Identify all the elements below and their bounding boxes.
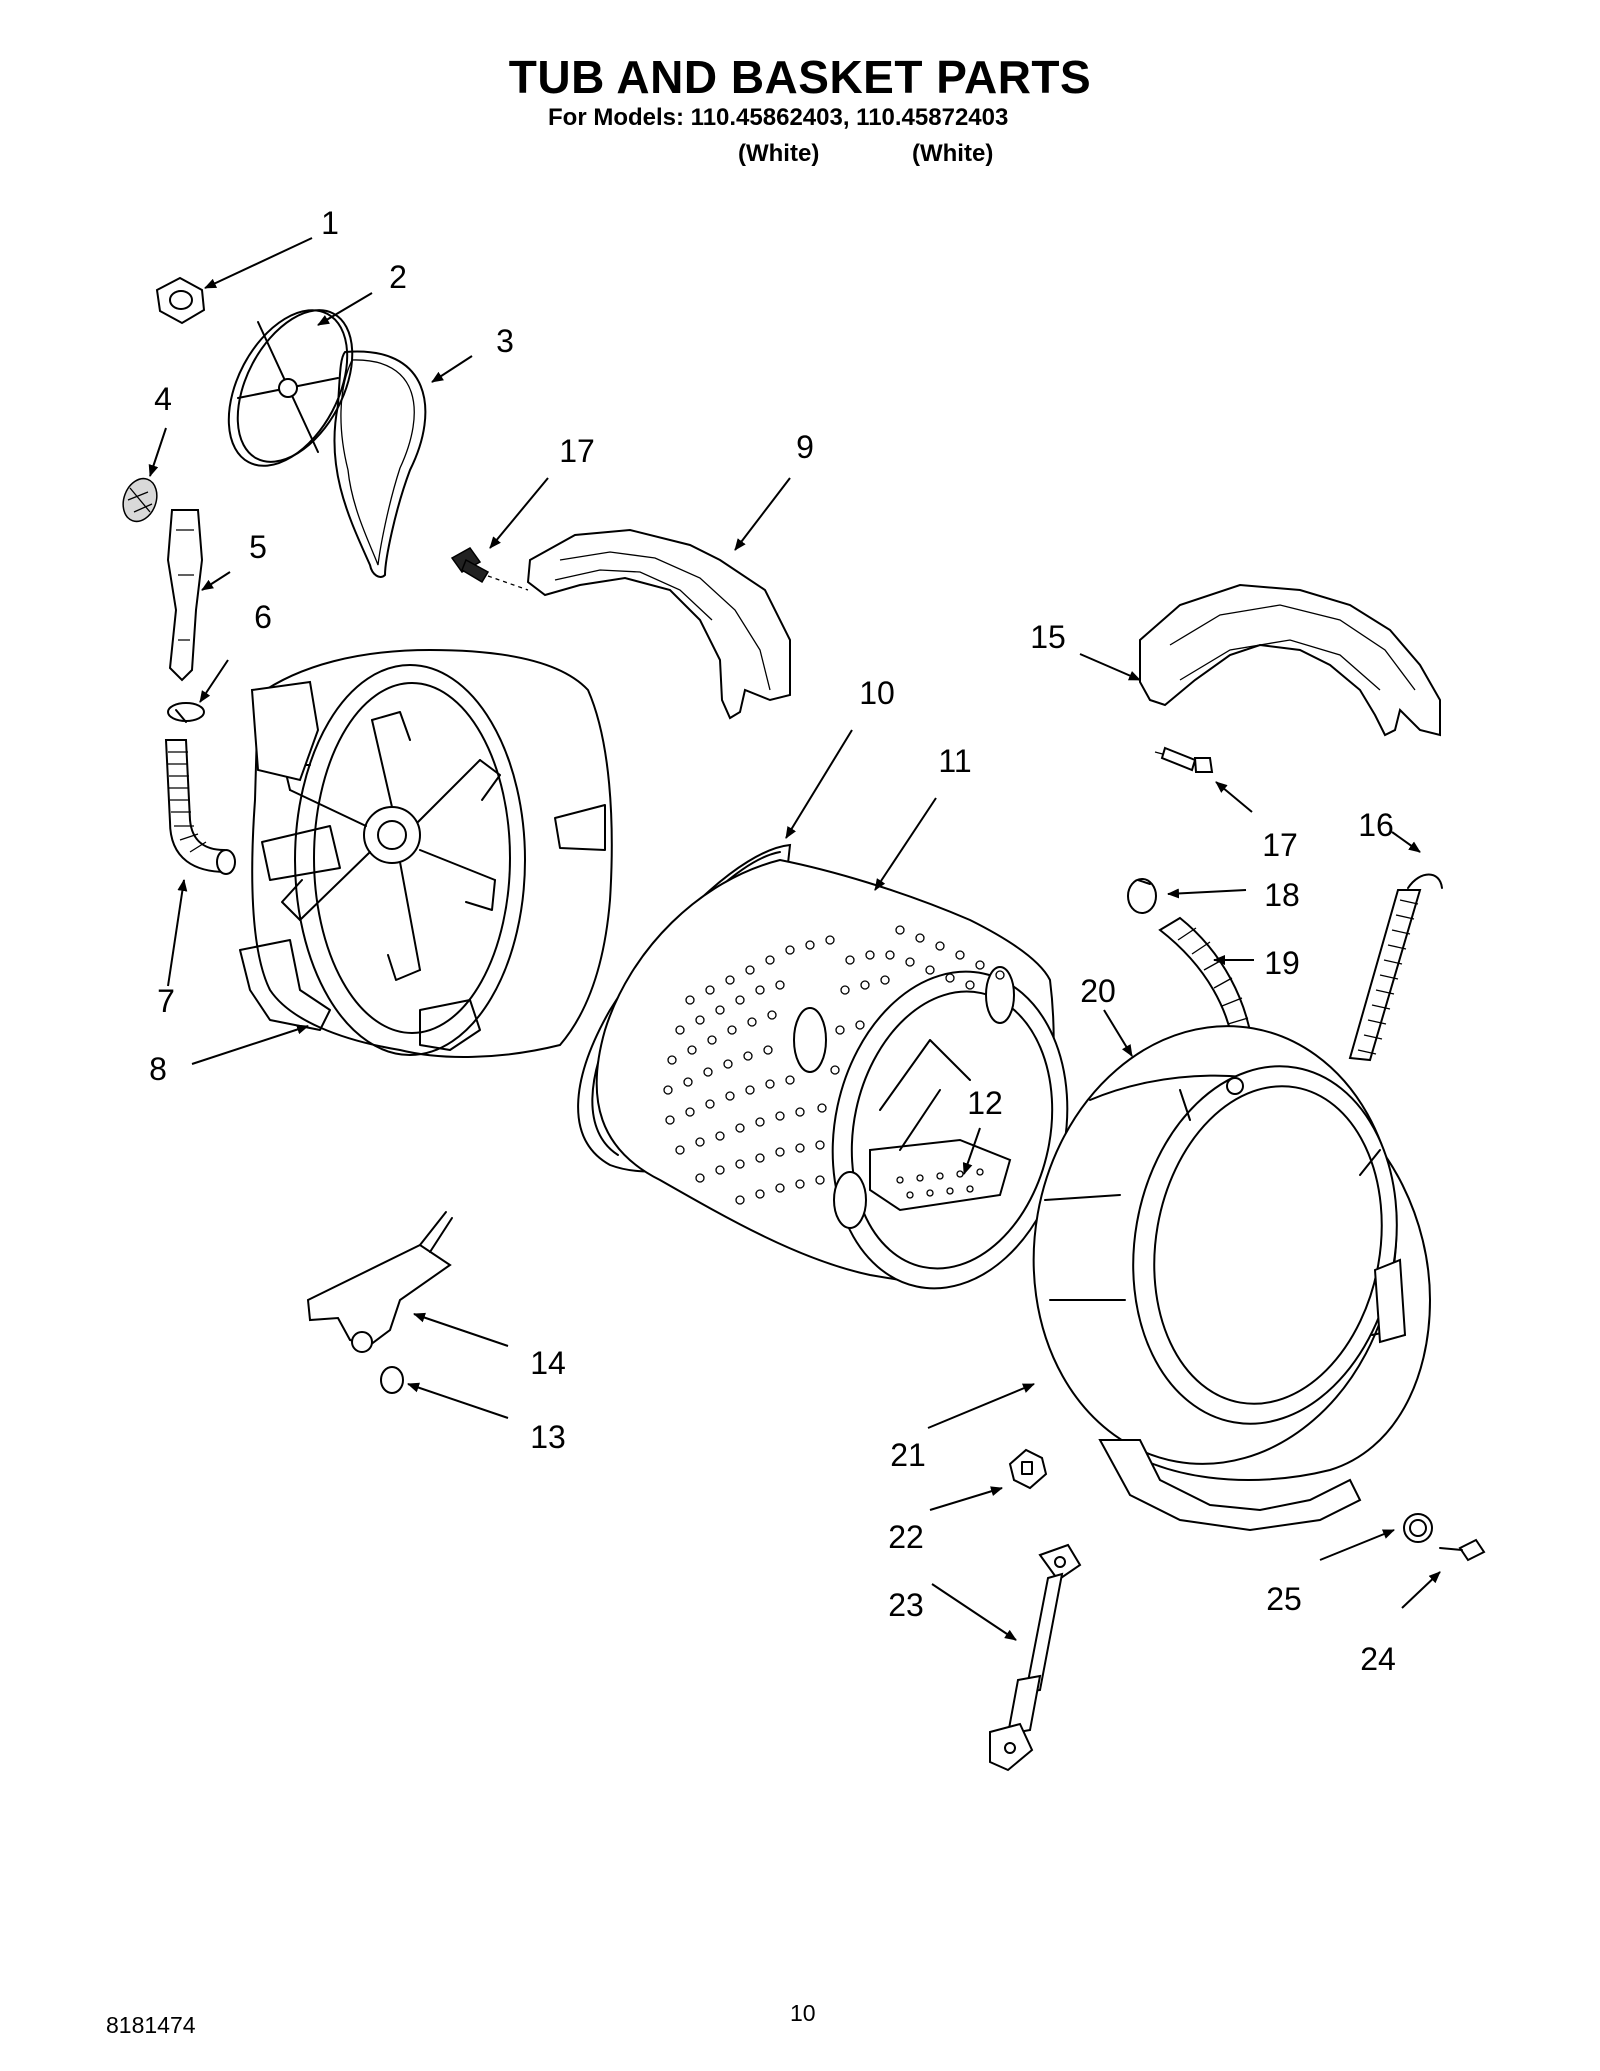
- part-25-plug: [1403, 1513, 1433, 1543]
- part-11-basket: [595, 858, 1069, 1290]
- part-2-pulley: [227, 309, 354, 467]
- page-number: 10: [790, 2000, 816, 2026]
- callout-24: 24: [1360, 1641, 1396, 1677]
- part-9-shield: [526, 528, 791, 720]
- part-1-nut: [155, 276, 206, 325]
- part-17-screw-upper: [450, 547, 529, 591]
- callout-18: 18: [1264, 877, 1300, 913]
- part-16-hose: [1348, 873, 1443, 1062]
- part-3-belt: [333, 350, 427, 578]
- part-22-plate: [1008, 1448, 1048, 1490]
- callout-9: 9: [796, 429, 814, 465]
- part-24-screw: [1439, 1538, 1486, 1562]
- callout-21: 21: [890, 1437, 926, 1473]
- callout-4: 4: [154, 381, 172, 417]
- callout-14: 14: [530, 1345, 566, 1381]
- callout-8: 8: [149, 1051, 167, 1087]
- part-17-bolt-lower: [1154, 746, 1214, 773]
- callout-10: 10: [859, 675, 895, 711]
- callout-17-upper: 17: [559, 433, 595, 469]
- callout-22: 22: [888, 1519, 924, 1555]
- part-6-clamp: [167, 702, 205, 723]
- callout-11: 11: [938, 743, 971, 779]
- part-12-baffle: [869, 1039, 1012, 1212]
- callout-13: 13: [530, 1419, 566, 1455]
- document-number: 8181474: [106, 2012, 196, 2038]
- callout-16: 16: [1358, 807, 1394, 843]
- page-title: TUB AND BASKET PARTS: [508, 51, 1092, 103]
- callout-23: 23: [888, 1587, 924, 1623]
- variant-label-1: (White): [738, 140, 820, 167]
- part-15-shield: [1139, 583, 1441, 737]
- part-23-damper: [989, 1543, 1082, 1772]
- part-18-clamp: [1127, 878, 1157, 914]
- callout-19: 19: [1264, 945, 1300, 981]
- callout-labels: 1 2 3 4 5 6 7 8 9 10 11 12 13 14 15 16 1…: [149, 205, 1396, 1677]
- callout-6: 6: [254, 599, 272, 635]
- part-13-oring: [380, 1366, 404, 1394]
- callout-3: 3: [496, 323, 514, 359]
- callout-leaders: [148, 237, 1441, 1641]
- part-21-front-tub: [1032, 1025, 1431, 1532]
- part-5-bracket: [166, 509, 204, 682]
- callout-25: 25: [1266, 1581, 1302, 1617]
- variant-label-2: (White): [912, 140, 994, 167]
- callout-1: 1: [321, 205, 339, 241]
- callout-2: 2: [389, 259, 407, 295]
- part-14-heater: [306, 1211, 453, 1353]
- part-8-rear-tub: [239, 648, 613, 1058]
- callout-17-lower: 17: [1262, 827, 1298, 863]
- models-subtitle: For Models: 110.45862403, 110.45872403: [548, 104, 1009, 131]
- part-4-cap: [122, 477, 158, 523]
- callout-20: 20: [1080, 973, 1116, 1009]
- callout-5: 5: [249, 529, 267, 565]
- callout-15: 15: [1030, 619, 1066, 655]
- callout-7: 7: [157, 983, 175, 1019]
- callout-12: 12: [967, 1085, 1003, 1121]
- part-7-drain-hose: [164, 739, 236, 875]
